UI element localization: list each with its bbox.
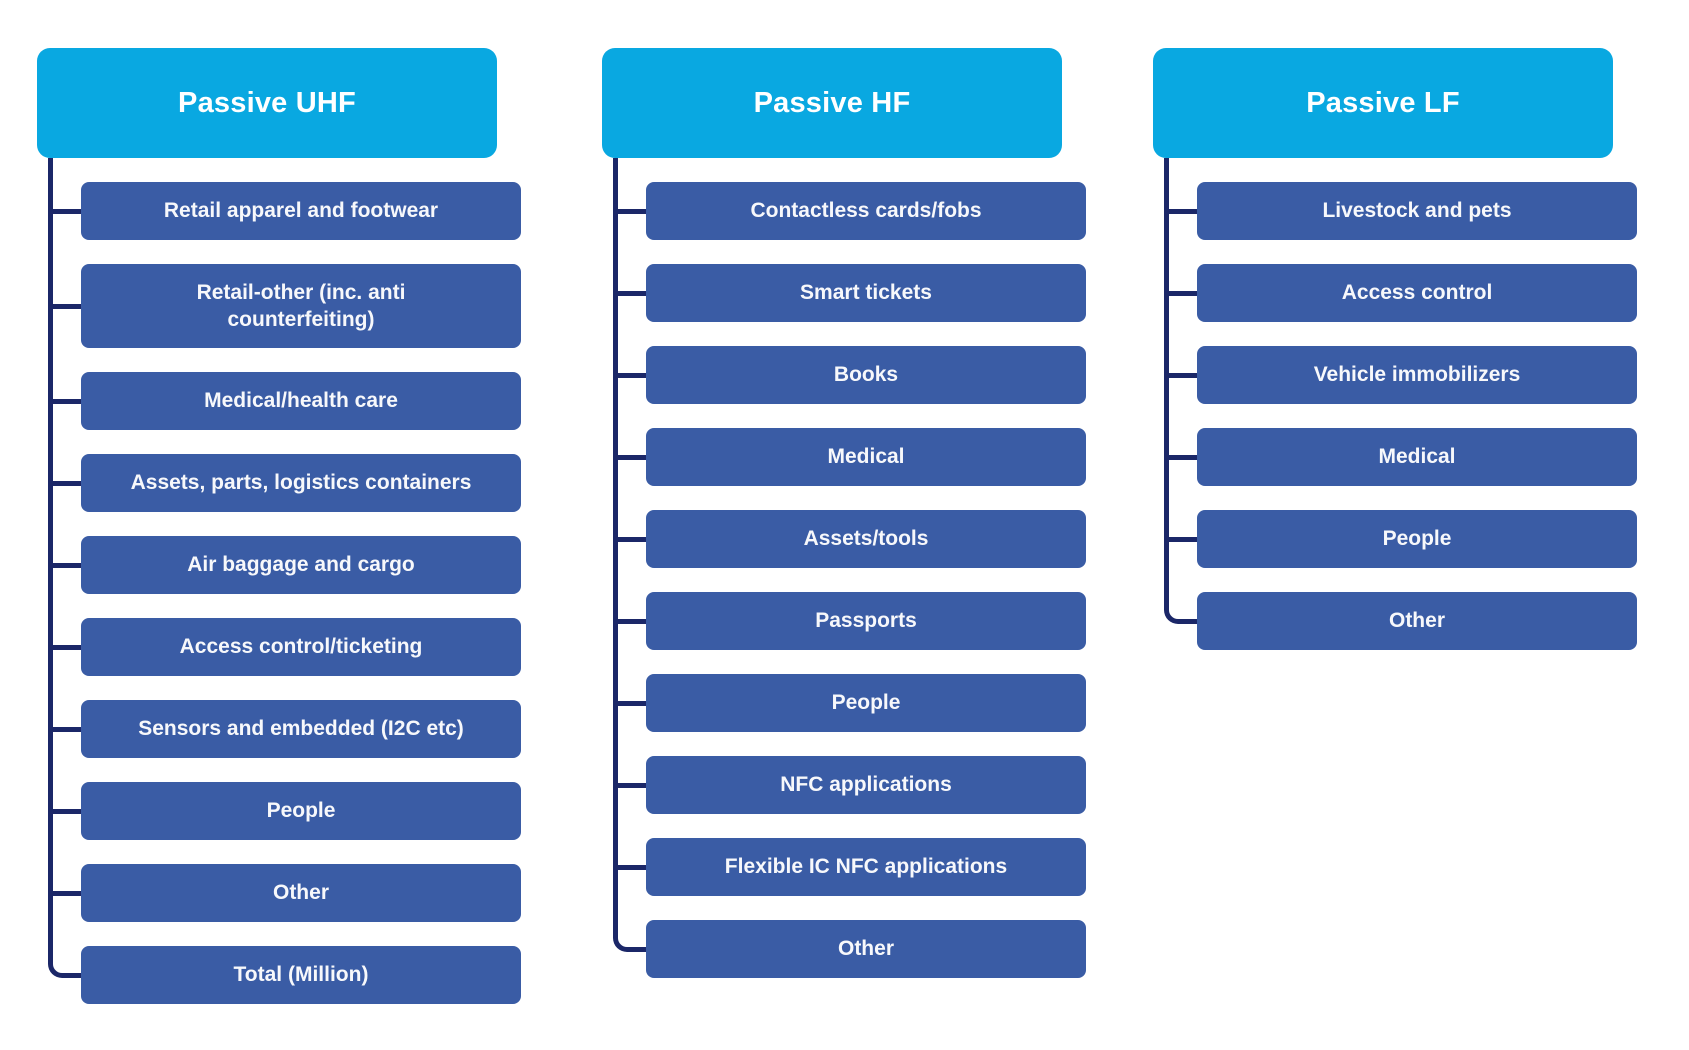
tree-item: NFC applications (613, 756, 1086, 814)
tree-item: Other (613, 920, 1086, 978)
tree-item: Retail apparel and footwear (48, 182, 521, 240)
tree-item: Assets/tools (613, 510, 1086, 568)
tree-item: Access control (1164, 264, 1637, 322)
item-list: Livestock and pets Access control Vehicl… (1153, 182, 1637, 650)
item-list: Contactless cards/fobs Smart tickets Boo… (602, 182, 1086, 978)
tree-item: Contactless cards/fobs (613, 182, 1086, 240)
tree-item: Books (613, 346, 1086, 404)
tree-item: Flexible IC NFC applications (613, 838, 1086, 896)
tree-item: Retail-other (inc. anti counterfeiting) (48, 264, 521, 348)
tree-item: Sensors and embedded (I2C etc) (48, 700, 521, 758)
column-passive-uhf: Passive UHF Retail apparel and footwear … (37, 48, 521, 1004)
tree-item: Assets, parts, logistics containers (48, 454, 521, 512)
tree-item: Medical (1164, 428, 1637, 486)
tree-item: People (48, 782, 521, 840)
column-passive-hf: Passive HF Contactless cards/fobs Smart … (602, 48, 1086, 978)
tree-item: Passports (613, 592, 1086, 650)
tree-item: Vehicle immobilizers (1164, 346, 1637, 404)
column-header-passive-hf: Passive HF (602, 48, 1062, 158)
tree-item: Other (48, 864, 521, 922)
tree-item: Air baggage and cargo (48, 536, 521, 594)
tree-item: Medical/health care (48, 372, 521, 430)
tree-item: Livestock and pets (1164, 182, 1637, 240)
column-passive-lf: Passive LF Livestock and pets Access con… (1153, 48, 1637, 650)
tree-item: Smart tickets (613, 264, 1086, 322)
tree-item: Other (1164, 592, 1637, 650)
tree-item: People (1164, 510, 1637, 568)
tree-item: Total (Million) (48, 946, 521, 1004)
item-list: Retail apparel and footwear Retail-other… (37, 182, 521, 1004)
connector-trunk (613, 158, 618, 927)
tree-item: Access control/ticketing (48, 618, 521, 676)
tree-item: Medical (613, 428, 1086, 486)
connector-trunk (1164, 158, 1169, 599)
column-header-passive-uhf: Passive UHF (37, 48, 497, 158)
tree-item: People (613, 674, 1086, 732)
connector-trunk (48, 158, 53, 953)
column-header-passive-lf: Passive LF (1153, 48, 1613, 158)
